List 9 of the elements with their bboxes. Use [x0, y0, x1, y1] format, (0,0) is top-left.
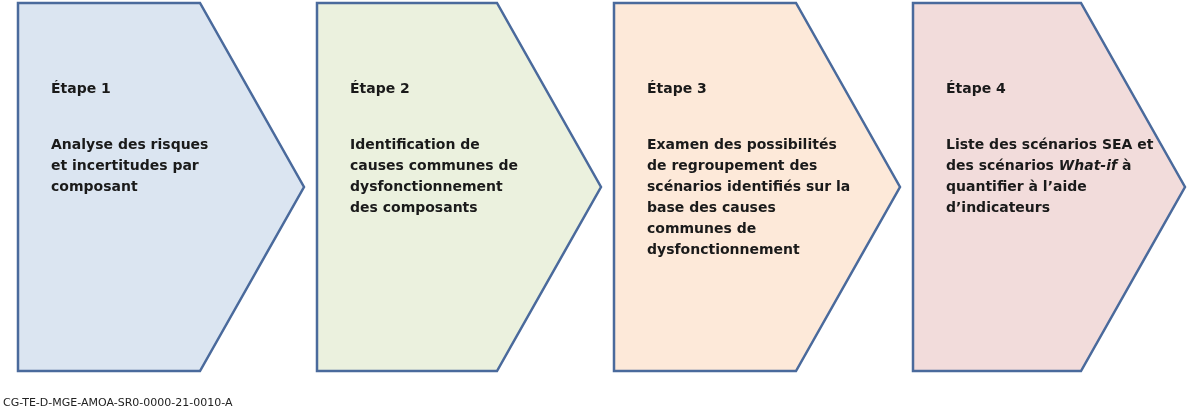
document-reference: CG-TE-D-MGE-AMOA-SR0-0000-21-0010-A — [3, 396, 233, 409]
step-heading: Étape 3 — [647, 79, 707, 98]
step-heading: Étape 4 — [946, 79, 1006, 98]
step-description: Identification de causes communes de dysfonctionnement des composants — [350, 135, 519, 217]
step-heading: Étape 2 — [350, 79, 410, 98]
step-heading: Étape 1 — [51, 79, 111, 98]
step-description: Liste des scénarios SEA et des scénarios What-if à quantifier à l’aide d’indicateurs — [946, 135, 1155, 217]
step-description: Examen des possibilités de regroupement des scénarios identifiés sur la base des causes communes de dysfonctionnement — [647, 135, 852, 259]
step-description: Analyse des risques et incertitudes par composant — [51, 135, 210, 196]
